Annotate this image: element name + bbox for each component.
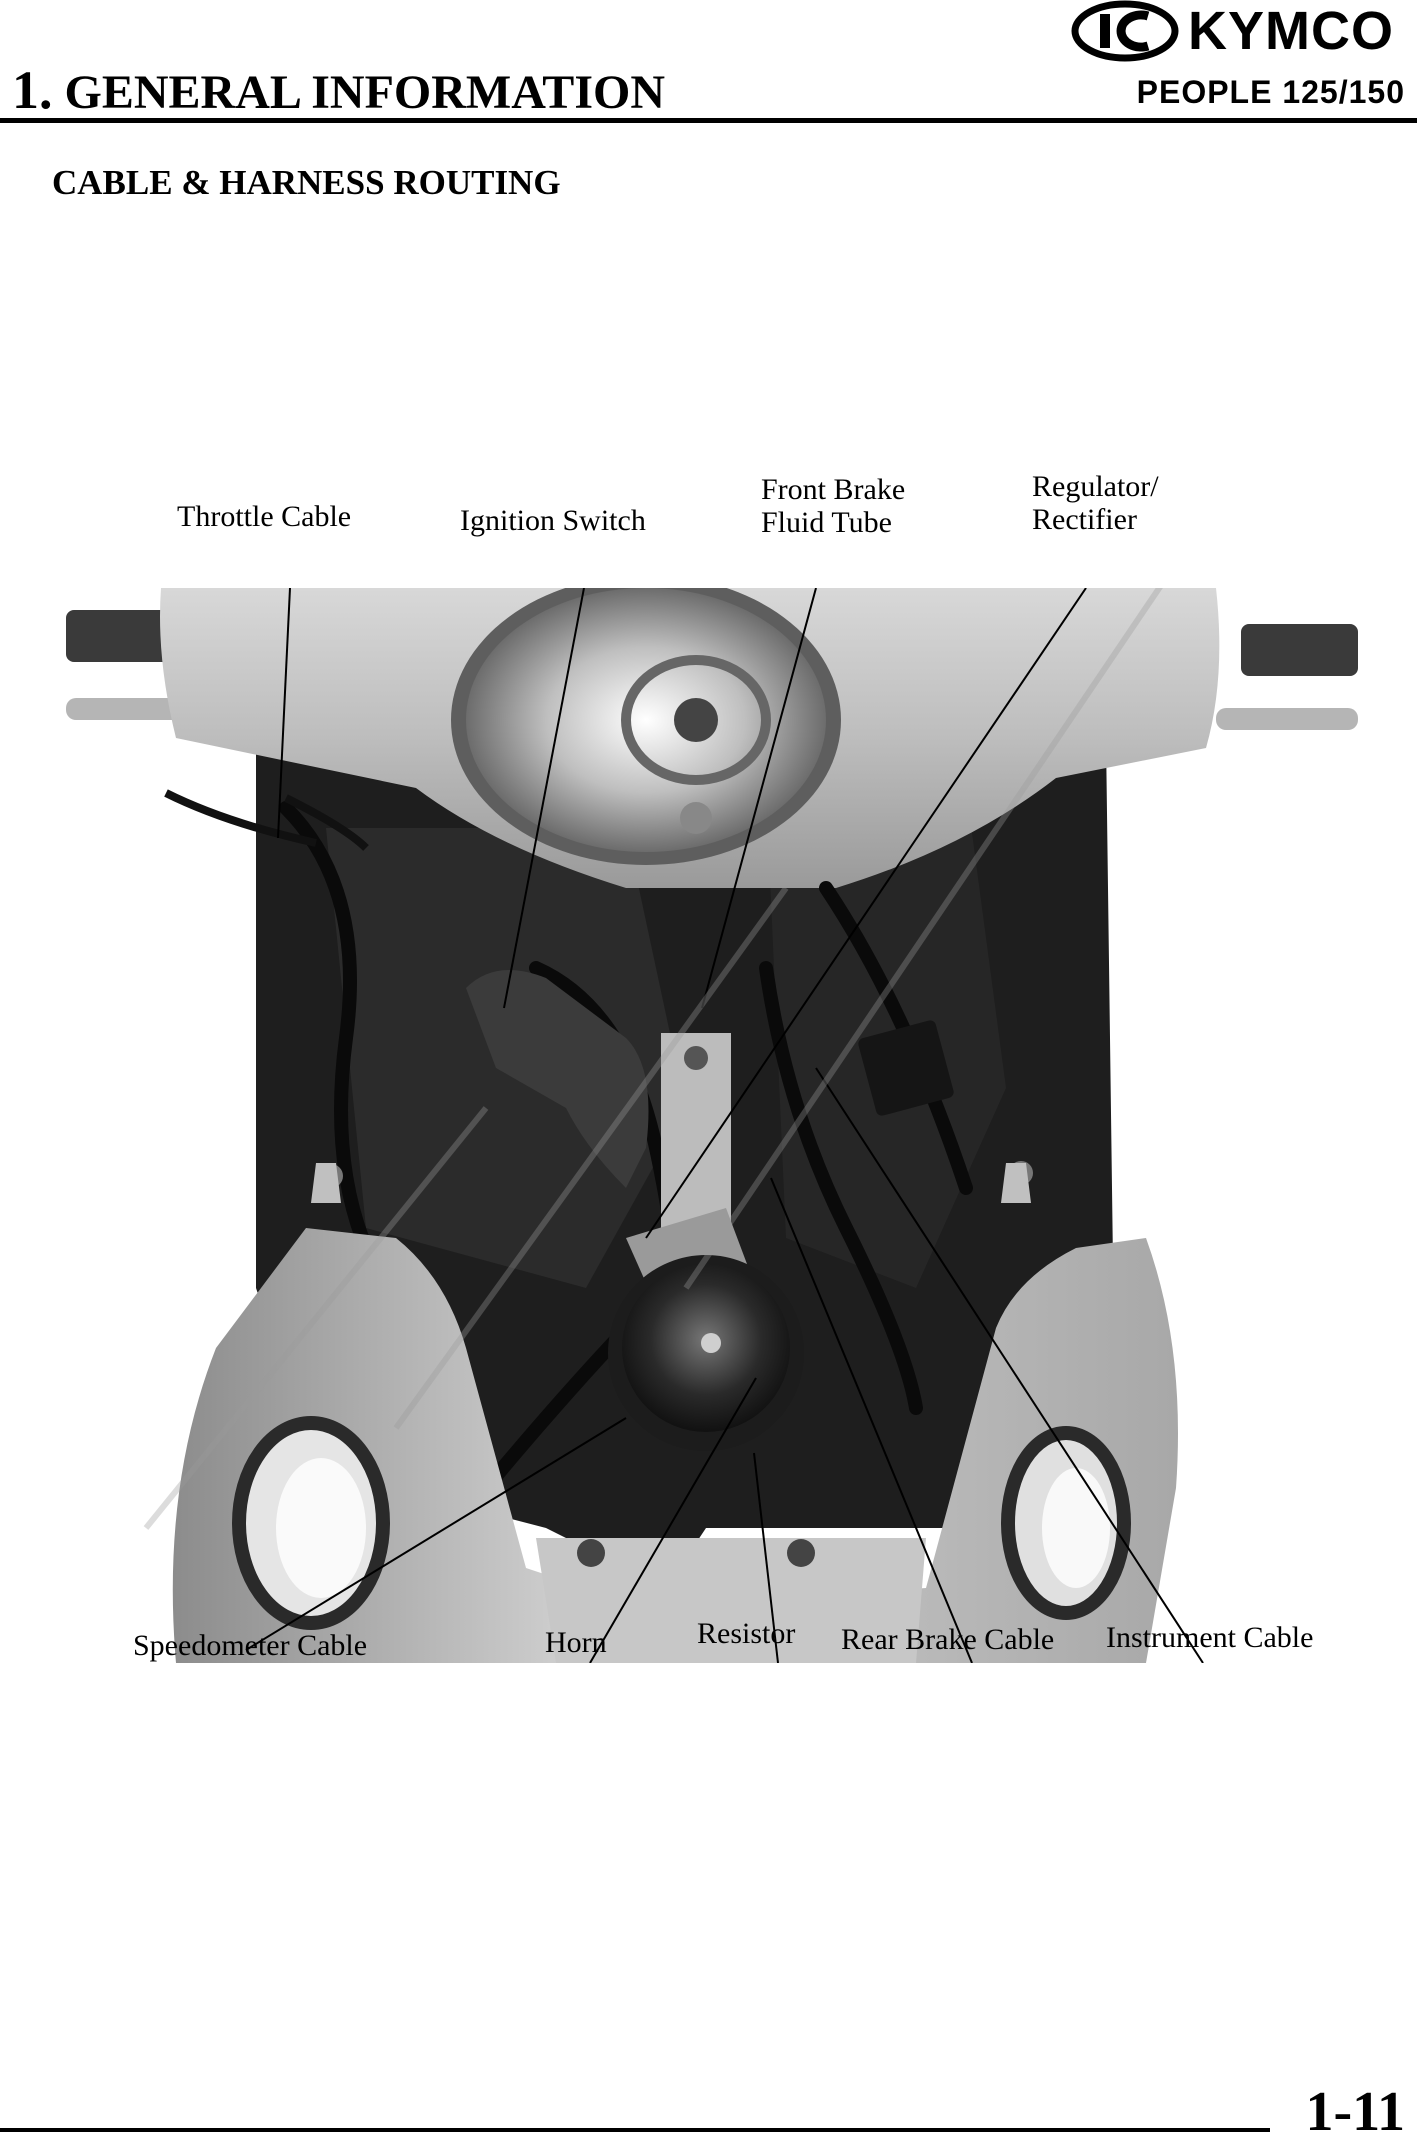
- scooter-front-photo: [66, 588, 1358, 1663]
- label-resistor: Resistor: [697, 1617, 796, 1650]
- connector: [858, 1020, 954, 1116]
- lower-panel: [536, 1538, 926, 1663]
- right-grip: [1241, 624, 1358, 676]
- label-rear-brake-cable: Rear Brake Cable: [841, 1623, 1055, 1656]
- label-regulator-line1: Regulator/: [1032, 470, 1159, 503]
- right-lever: [1216, 708, 1358, 730]
- label-horn: Horn: [545, 1626, 607, 1659]
- headlight: [466, 588, 826, 852]
- chapter-number: 1.: [12, 60, 53, 120]
- left-grip: [66, 610, 176, 662]
- brand-name: KYMCO: [1188, 1, 1394, 61]
- label-front-brake-fluid-tube: Front Brake Fluid Tube: [761, 473, 905, 539]
- watermark: [143, 588, 1163, 1530]
- footer-rule: [0, 2128, 1270, 2132]
- callout-leader-lines: [245, 588, 1204, 1663]
- label-regulator-line2: Rectifier: [1032, 503, 1137, 536]
- model-name: PEOPLE 125/150: [1136, 74, 1405, 110]
- label-throttle-cable: Throttle Cable: [177, 500, 352, 533]
- chapter-title: GENERAL INFORMATION: [64, 66, 666, 119]
- kymco-emblem-icon: [1071, 0, 1179, 62]
- page-number: 1-11: [1305, 2081, 1405, 2143]
- label-front-brake-line1: Front Brake: [761, 473, 906, 506]
- label-front-brake-line2: Fluid Tube: [761, 506, 892, 539]
- label-regulator-rectifier: Regulator/ Rectifier: [1032, 470, 1159, 536]
- kymco-logo: KYMCO: [1070, 0, 1415, 62]
- header-rule: [0, 118, 1417, 123]
- label-speedometer-cable: Speedometer Cable: [133, 1629, 368, 1662]
- ignition-switch: [466, 970, 649, 1188]
- label-instrument-cable: Instrument Cable: [1106, 1621, 1314, 1654]
- leg-shield: [172, 1228, 1178, 1663]
- label-ignition-switch: Ignition Switch: [460, 504, 646, 537]
- left-lever: [66, 698, 196, 720]
- chapter-heading: 1. GENERAL INFORMATION: [12, 60, 665, 123]
- section-title: CABLE & HARNESS ROUTING: [52, 163, 561, 202]
